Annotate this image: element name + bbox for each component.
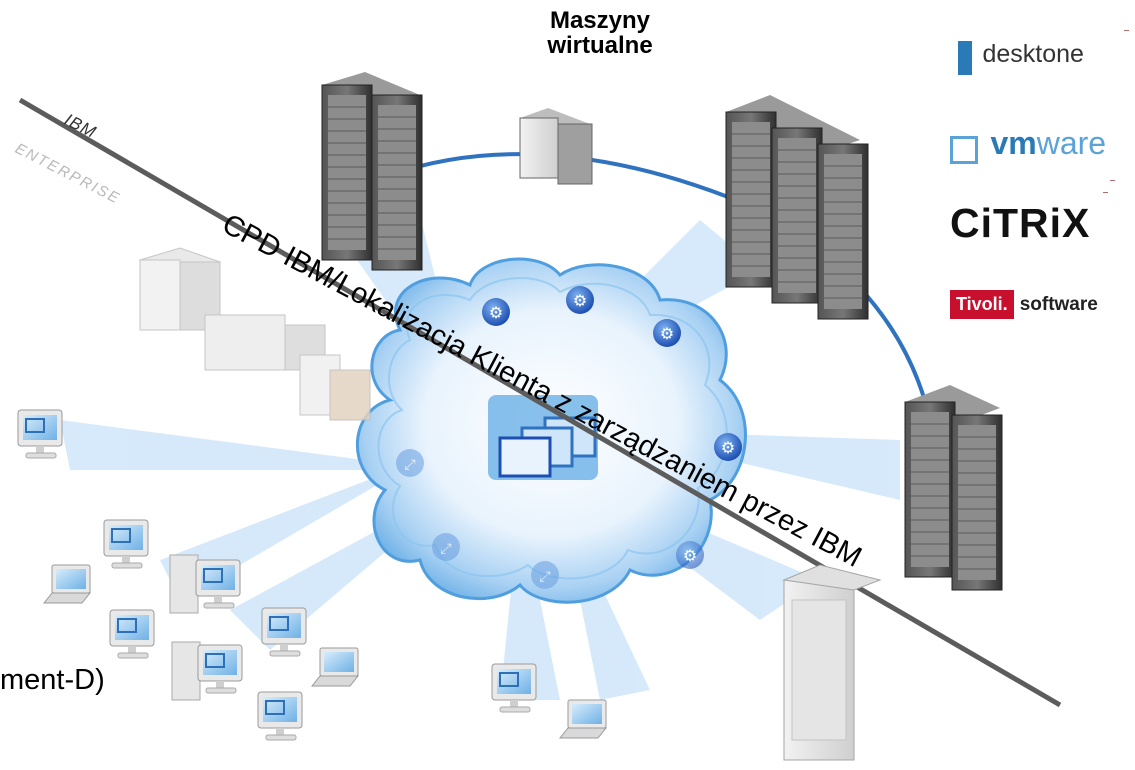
client-laptop — [559, 699, 607, 739]
tivoli-logo-text: software — [1019, 294, 1098, 315]
client-laptop — [311, 647, 359, 687]
client-laptop — [43, 564, 91, 604]
client-monitor — [17, 409, 63, 459]
citrix-logo-text: CiTRiX — [950, 200, 1091, 246]
client-monitor — [257, 691, 303, 741]
client-monitor — [103, 519, 149, 569]
expand-arrows-icon: ⤢ — [432, 533, 460, 561]
svg-text:⚙: ⚙ — [489, 303, 503, 322]
cut-off-text: ment-D) — [0, 664, 105, 696]
title-line-2: wirtualne — [547, 32, 653, 59]
desktone-mark-icon — [958, 40, 972, 75]
client-monitor — [109, 609, 155, 659]
client-monitor — [491, 663, 537, 713]
virtual-desktops-icon — [488, 395, 598, 480]
desktone-logo: desktone — [958, 40, 1123, 90]
enterprise-servers — [138, 247, 371, 421]
vmware-logo: vmware — [950, 125, 1130, 175]
gear-icon: ⚙ — [482, 298, 510, 326]
svg-text:⤢: ⤢ — [404, 457, 415, 473]
vmware-logo-text-b: ware — [1036, 125, 1107, 161]
boundary-line — [18, 97, 1062, 708]
expand-arrows-icon: ⤢ — [396, 449, 424, 477]
gear-icon: ⚙ — [566, 286, 594, 314]
client-desktop — [171, 641, 243, 701]
expand-arrows-icon: ⤢ — [531, 561, 559, 589]
svg-text:⚙: ⚙ — [721, 438, 735, 457]
gear-icon: ⚙ — [676, 541, 704, 569]
client-monitor — [261, 607, 307, 657]
vmware-mark-icon — [950, 135, 978, 164]
gear-icon: ⚙ — [653, 319, 681, 347]
server-rack-lower-right — [904, 385, 1003, 591]
client-desktop — [169, 554, 241, 614]
title-line-1: Maszyny — [549, 7, 651, 34]
gear-icon: ⚙ — [714, 433, 742, 461]
citrix-logo: CiTRiX — [950, 200, 1110, 250]
server-rack-small — [519, 108, 593, 185]
svg-text:⤢: ⤢ — [440, 541, 451, 557]
enterprise-server-tower — [782, 564, 882, 761]
svg-text:⚙: ⚙ — [573, 291, 587, 310]
server-rack-right — [725, 95, 869, 320]
diagram-title: Maszyny wirtualne — [520, 8, 680, 58]
svg-text:⚙: ⚙ — [683, 546, 697, 565]
desktone-logo-text: desktone — [982, 40, 1084, 68]
tivoli-logo: Tivoli.software — [950, 290, 1130, 330]
tivoli-logo-box: Tivoli. — [950, 290, 1014, 319]
svg-text:⚙: ⚙ — [660, 324, 674, 343]
vmware-logo-text-a: vm — [990, 125, 1037, 161]
server-rack-left — [321, 72, 423, 271]
svg-text:⤢: ⤢ — [539, 569, 550, 585]
